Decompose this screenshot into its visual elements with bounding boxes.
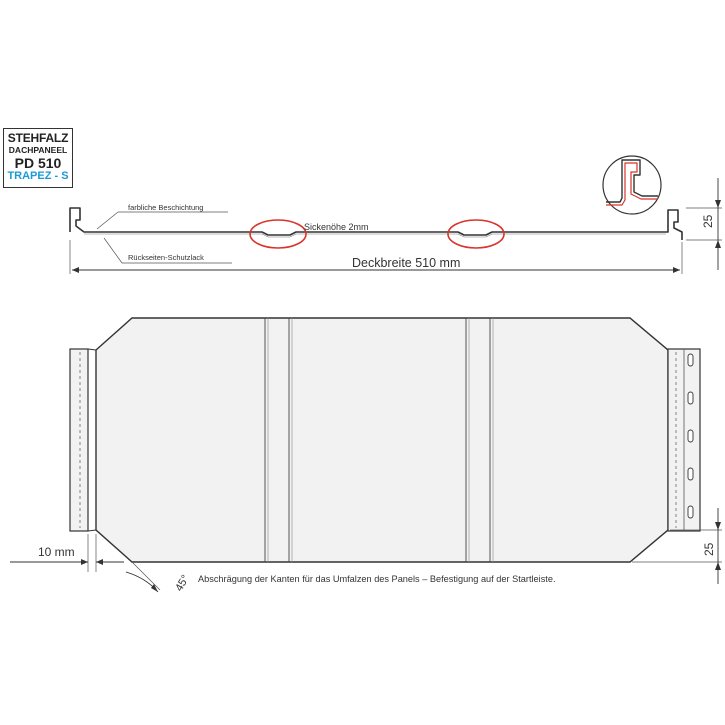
- profile-section: farbliche Beschichtung Rückseiten-Schutz…: [69, 155, 722, 274]
- logo-line-2: DACHPANEEL: [8, 145, 68, 155]
- label-height: 25: [701, 214, 715, 228]
- fixing-slot: [687, 467, 694, 481]
- fixing-slot: [687, 391, 694, 405]
- rib-highlight-left: [249, 219, 307, 249]
- label-25-plan: 25: [702, 542, 716, 556]
- height-arrow-bottom: [715, 240, 721, 248]
- profile-inner-line: [84, 233, 666, 238]
- left-seam-line-b: [87, 529, 97, 532]
- logo-line-1: STEHFALZ: [7, 131, 69, 145]
- plan-view: 10 mm 45° 25 Abschrägung der Kanten für …: [10, 317, 722, 594]
- left-seam-strip: [69, 348, 89, 532]
- angle-arrow-a: [151, 584, 158, 592]
- dim25-arrow-top: [715, 522, 721, 530]
- profile-line: [69, 207, 683, 240]
- left-seam-line: [87, 348, 97, 351]
- panel-outline: [95, 317, 669, 563]
- leader-backcoat: [103, 237, 123, 264]
- leader-coating: [96, 211, 119, 230]
- fixing-slot: [687, 353, 694, 367]
- label-rib-height: Sickenöhe 2mm: [304, 222, 369, 232]
- fixing-slots: [687, 353, 694, 519]
- detail-profile-inner: [606, 162, 658, 206]
- label-coating: farbliche Beschichtung: [128, 203, 203, 212]
- dim25-arrow-bottom: [715, 562, 721, 570]
- angle-ext: [131, 561, 161, 591]
- logo-line-4: TRAPEZ - S: [7, 169, 69, 182]
- label-width: Deckbreite 510 mm: [352, 256, 460, 270]
- label-angle: 45°: [173, 573, 192, 593]
- seam-detail: [602, 155, 662, 215]
- ribs: [264, 318, 494, 562]
- fixing-slot: [687, 429, 694, 443]
- label-10mm: 10 mm: [38, 545, 75, 559]
- height-arrow-top: [715, 200, 721, 208]
- rib-highlight-right: [447, 219, 505, 249]
- plan-caption: Abschrägung der Kanten für das Umfalzen …: [198, 574, 556, 584]
- detail-profile-outer: [606, 159, 658, 203]
- fixing-slot: [687, 505, 694, 519]
- product-logo: STEHFALZ DACHPANEEL PD 510 TRAPEZ - S: [3, 128, 73, 188]
- label-backcoat: Rückseiten-Schutzlack: [128, 253, 204, 262]
- logo-line-3: PD 510: [14, 154, 62, 171]
